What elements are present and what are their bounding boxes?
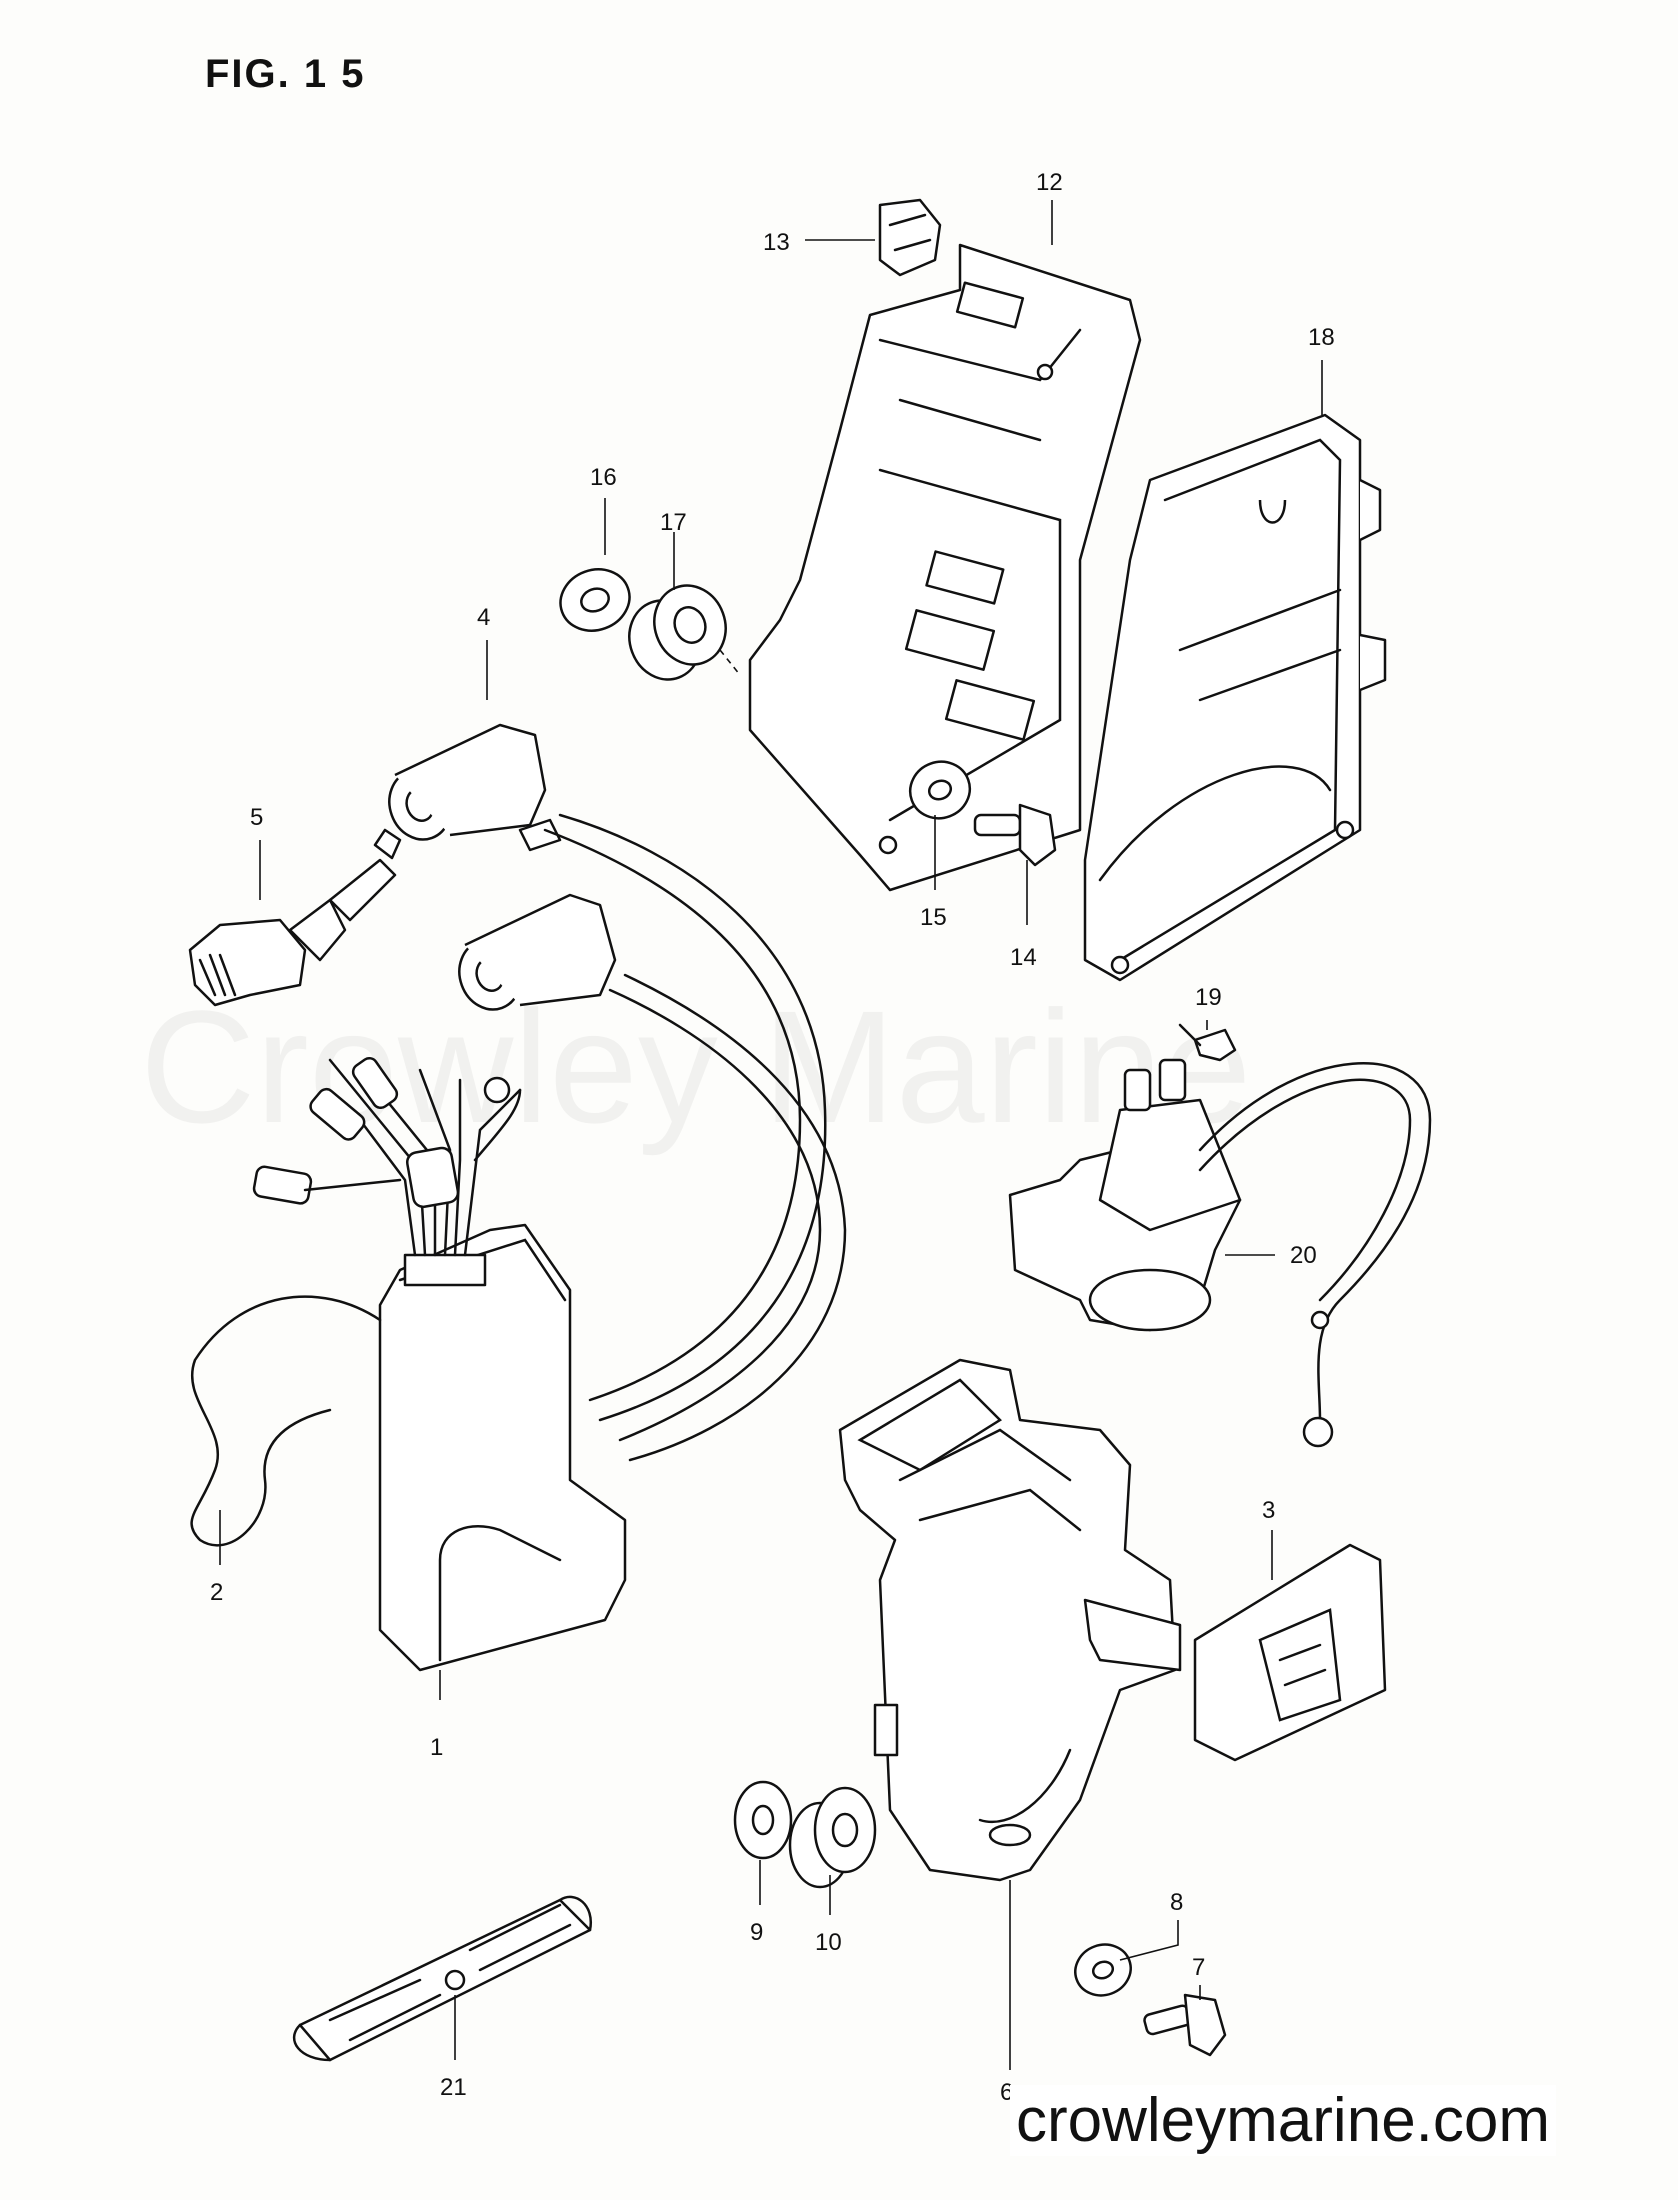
part-6-holder[interactable] <box>838 1358 1177 1882</box>
callout-17: 17 <box>660 509 687 536</box>
part-21-cable-clamp[interactable] <box>293 1895 593 2062</box>
part-12-bracket[interactable] <box>748 243 1142 892</box>
part-10-grommet[interactable] <box>788 1786 877 1889</box>
figure-title: FIG. 1 5 <box>205 52 366 96</box>
part-5-spark-plug[interactable] <box>188 828 402 1007</box>
callout-15: 15 <box>920 904 947 931</box>
part-2-cable-band[interactable] <box>190 1295 382 1547</box>
part-14-bolt[interactable] <box>973 803 1057 867</box>
part-3-fuse-cover[interactable] <box>1083 1543 1387 1762</box>
part-17-grommet[interactable] <box>618 575 741 689</box>
callout-9: 9 <box>750 1919 763 1946</box>
callout-5: 5 <box>250 804 263 831</box>
part-4-plug-cap[interactable] <box>380 723 617 1018</box>
callout-1: 1 <box>430 1734 443 1761</box>
callout-10: 10 <box>815 1929 842 1956</box>
callout-4: 4 <box>477 604 490 631</box>
part-8-washer[interactable] <box>1068 1937 1138 2003</box>
website-link[interactable]: crowleymarine.com <box>1010 2085 1557 2156</box>
callout-18: 18 <box>1308 324 1335 351</box>
part-1-cdi-unit[interactable] <box>252 1055 627 1672</box>
callout-20: 20 <box>1290 1242 1317 1269</box>
part-13-clip[interactable] <box>878 198 942 277</box>
callout-14: 14 <box>1010 944 1037 971</box>
callout-7: 7 <box>1192 1954 1205 1981</box>
watermark-text: Crowley Marine <box>140 975 1251 1159</box>
part-18-cover[interactable] <box>1083 413 1387 982</box>
part-20-starter-relay[interactable] <box>1008 1058 1432 1448</box>
ignition-cables <box>543 813 847 1462</box>
part-19-screw[interactable] <box>1178 1023 1237 1062</box>
callout-12: 12 <box>1036 169 1063 196</box>
part-7-bolt[interactable] <box>1143 1993 1227 2057</box>
callout-21: 21 <box>440 2074 467 2101</box>
callout-8: 8 <box>1170 1889 1183 1916</box>
callout-2: 2 <box>210 1579 223 1606</box>
part-9-washer[interactable] <box>733 1780 793 1860</box>
callout-3: 3 <box>1262 1497 1275 1524</box>
leader-lines <box>219 200 1323 2070</box>
callout-13: 13 <box>763 229 790 256</box>
callout-labels: 1 2 3 4 5 6 7 8 9 10 12 13 14 15 16 17 1… <box>210 169 1335 2106</box>
part-15-washer[interactable] <box>902 753 978 826</box>
callout-16: 16 <box>590 464 617 491</box>
callout-19: 19 <box>1195 984 1222 1011</box>
part-16-washer[interactable] <box>552 560 638 640</box>
